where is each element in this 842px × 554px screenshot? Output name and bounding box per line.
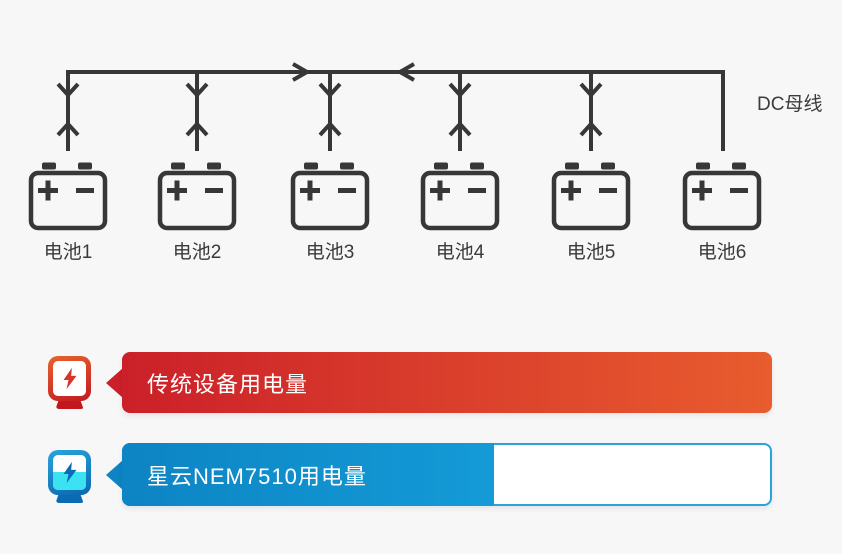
lightning-bolt-icon	[63, 461, 76, 484]
bar-track: 星云NEM7510用电量	[122, 443, 772, 506]
lightning-bolt-icon	[63, 367, 76, 390]
consumption-bar-nem7510: 星云NEM7510用电量	[106, 443, 772, 506]
bar-label: 传统设备用电量	[147, 371, 309, 397]
battery-icon	[420, 162, 500, 231]
meter-foot	[55, 401, 84, 409]
power-meter-icon	[48, 356, 91, 409]
bidirectional-arrow-icons	[56, 82, 603, 137]
battery-label: 电池6	[698, 241, 747, 263]
meter-liquid	[53, 471, 86, 490]
battery-icon	[551, 162, 631, 231]
meter-foot	[55, 495, 84, 503]
battery-label: 电池2	[173, 241, 222, 263]
battery-icon	[28, 162, 108, 231]
meter-screen	[53, 455, 86, 490]
flow-arrow-left-icon	[395, 62, 415, 82]
meter-screen	[53, 361, 86, 396]
bar-track: 传统设备用电量	[122, 352, 772, 413]
bar-fill: 传统设备用电量	[122, 352, 772, 413]
battery-label: 电池1	[44, 241, 93, 263]
battery-connectors	[195, 72, 593, 151]
meter-frame	[48, 450, 91, 495]
power-meter-icon	[48, 450, 91, 503]
bar-label: 星云NEM7510用电量	[147, 463, 367, 489]
battery-icon	[290, 162, 370, 231]
battery-label: 电池3	[306, 241, 355, 263]
notch-pointer	[106, 459, 123, 490]
battery-icon	[682, 162, 762, 231]
dc-bus-label: DC母线	[757, 93, 822, 115]
meter-frame	[48, 356, 91, 401]
battery-label: 电池5	[567, 241, 616, 263]
battery-icon	[157, 162, 237, 231]
battery-bus-diagram: 电池1 电池2 电池3 电池4 电池5 电池6 DC母线	[28, 62, 822, 263]
notch-pointer	[106, 367, 123, 398]
consumption-bar-traditional: 传统设备用电量	[106, 352, 772, 413]
bar-fill: 星云NEM7510用电量	[122, 443, 495, 506]
battery-label: 电池4	[436, 241, 485, 263]
dc-bus-line	[66, 70, 725, 151]
flow-arrow-right-icon	[292, 62, 312, 82]
